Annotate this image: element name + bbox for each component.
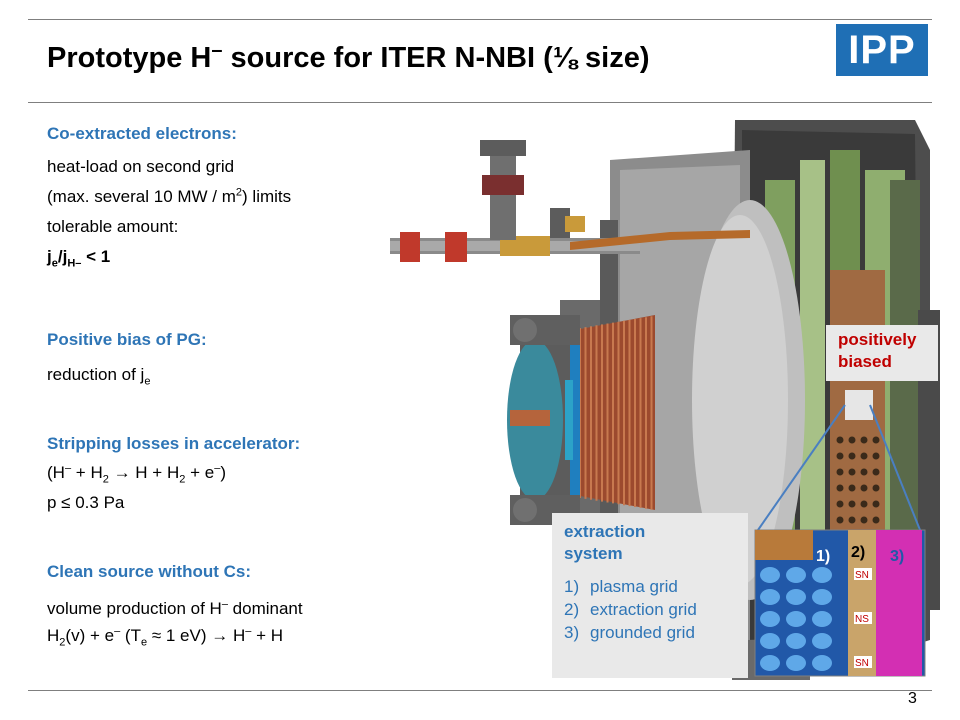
grid-label-1: 1): [816, 548, 830, 565]
stripping-heading: Stripping losses in accelerator:: [47, 434, 301, 453]
bias-line: reduction of je: [47, 365, 151, 388]
aperture: [812, 589, 832, 605]
grid-hole: [860, 500, 868, 508]
tolerable-line: tolerable amount:: [47, 217, 179, 236]
grid-hole: [872, 516, 880, 524]
list-item: 1)plasma grid: [564, 577, 678, 596]
slide-title: Prototype H– source for ITER N-NBI (⅛ si…: [47, 39, 650, 74]
extraction-title: extraction system: [564, 522, 646, 563]
grid-list: 1)plasma grid 2)extraction grid 3)ground…: [564, 575, 748, 644]
grid-hole: [848, 452, 856, 460]
aperture: [786, 633, 806, 649]
extraction-system-callout: extraction system 1)plasma grid 2)extrac…: [552, 513, 748, 678]
aperture: [786, 611, 806, 627]
aperture: [760, 611, 780, 627]
co-extracted-section: Co-extracted electrons: heat-load on sec…: [47, 122, 437, 270]
aperture: [760, 589, 780, 605]
grid-hole: [848, 468, 856, 476]
aperture: [812, 567, 832, 583]
grid-hole: [872, 468, 880, 476]
heat-load-line: heat-load on second grid: [47, 157, 235, 176]
grid-hole: [836, 500, 844, 508]
ion-source-illustration: 1) 2) 3) SN NS SN: [390, 120, 940, 680]
grid-hole: [860, 452, 868, 460]
aperture: [786, 655, 806, 671]
page-number: 3: [908, 690, 917, 707]
grid-hole: [836, 468, 844, 476]
grid-hole: [848, 436, 856, 444]
volume-line: volume production of H– dominant: [47, 598, 303, 618]
volume-equation: H2(v) + e– (Te ≈ 1 eV) → H– + H: [47, 625, 284, 649]
grid-hole: [848, 516, 856, 524]
list-item: 2)extraction grid: [564, 600, 697, 619]
positively-biased-callout: positively biased: [826, 325, 938, 381]
title-rule: [28, 102, 932, 103]
grid-hole: [848, 500, 856, 508]
grid-number-labels: 1) 2) 3): [814, 540, 910, 566]
grid-hole: [860, 516, 868, 524]
aperture: [760, 567, 780, 583]
magnet-label: SN: [855, 570, 869, 581]
stripping-section: Stripping losses in accelerator: (H– + H…: [47, 432, 437, 514]
bias-heading: Positive bias of PG:: [47, 330, 207, 349]
ipp-logo: IPP: [836, 24, 928, 76]
magnet-labels: SN NS SN: [854, 568, 872, 669]
callout-line: positively: [838, 330, 917, 349]
grid-hole: [872, 436, 880, 444]
stripping-equation: (H– + H2 → H + H2 + e–): [47, 462, 226, 486]
magnet-label: NS: [855, 614, 869, 625]
top-rule: [28, 19, 932, 20]
grid-hole: [860, 468, 868, 476]
aperture: [786, 567, 806, 583]
grid-hole: [872, 452, 880, 460]
aperture: [812, 655, 832, 671]
grid-label-3: 3): [890, 548, 904, 565]
aperture: [812, 611, 832, 627]
bias-section: Positive bias of PG: reduction of je: [47, 328, 437, 388]
aperture: [786, 589, 806, 605]
grid-hole: [872, 484, 880, 492]
callout-line: biased: [838, 352, 892, 371]
aperture: [760, 655, 780, 671]
ratio-line: je/jH– < 1: [47, 247, 111, 270]
clean-heading: Clean source without Cs:: [47, 562, 252, 581]
aperture: [812, 633, 832, 649]
aperture: [760, 633, 780, 649]
clean-section: Clean source without Cs: volume producti…: [47, 560, 437, 649]
bottom-rule: [28, 690, 932, 691]
grid-inset: [760, 567, 832, 671]
list-item: 3)grounded grid: [564, 623, 695, 642]
co-extracted-heading: Co-extracted electrons:: [47, 124, 237, 143]
grid-label-2: 2): [851, 544, 865, 561]
grid-hole: [836, 516, 844, 524]
pressure-line: p ≤ 0.3 Pa: [47, 493, 125, 512]
grid-hole: [860, 484, 868, 492]
grid-hole: [836, 436, 844, 444]
magnet-label: SN: [855, 658, 869, 669]
grid-hole: [872, 500, 880, 508]
grid-hole: [848, 484, 856, 492]
grid-hole: [836, 452, 844, 460]
max-load-line: (max. several 10 MW / m2) limits: [47, 186, 292, 206]
grid-hole: [860, 436, 868, 444]
grid-hole: [836, 484, 844, 492]
